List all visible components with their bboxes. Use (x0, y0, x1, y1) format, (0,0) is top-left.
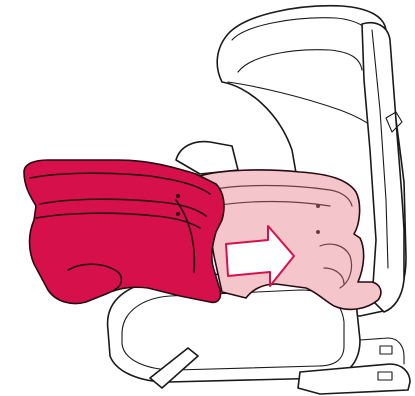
latch-connector-1 (380, 346, 392, 354)
impact-shield-removed (24, 160, 224, 304)
screw-4 (176, 212, 180, 216)
lower-shell-left (176, 142, 238, 174)
shield-removed-body (24, 160, 224, 304)
screw-1 (316, 204, 320, 208)
screw-3 (176, 194, 180, 198)
platform-edge (360, 338, 404, 364)
screw-2 (316, 230, 320, 234)
